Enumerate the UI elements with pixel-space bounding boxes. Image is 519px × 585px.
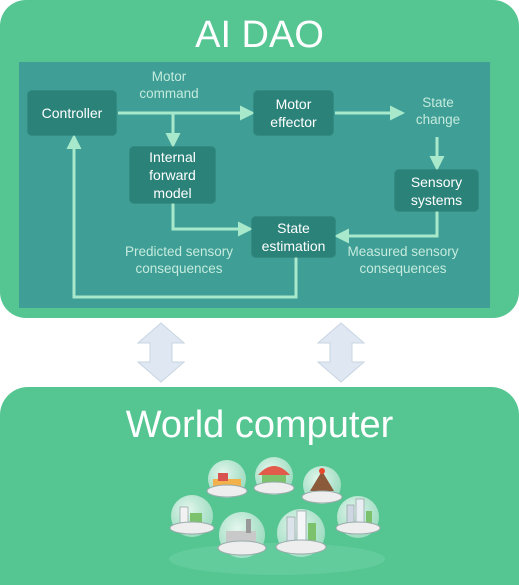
- island-town-icon: [169, 495, 215, 537]
- sensory-systems-node: Sensory systems: [395, 170, 478, 211]
- island-market-icon: [253, 457, 295, 495]
- island-city-icon: [275, 509, 327, 557]
- island-factory-icon: [217, 512, 267, 558]
- island-volcano-icon: [301, 466, 343, 504]
- ai-dao-title: AI DAO: [195, 14, 324, 56]
- left-exchange-arrow-icon: [136, 322, 186, 383]
- arrow-sensory-systems-to-state-estimation: [334, 211, 439, 244]
- sensory-systems-label: Sensory systems: [410, 173, 463, 208]
- predicted-sensory-consequences-label: Predicted sensory consequences: [124, 244, 234, 276]
- right-exchange-arrow-icon: [316, 322, 366, 383]
- arrow-feedback-to-controller: [66, 134, 298, 299]
- motor-command-label: Motor command: [139, 69, 199, 101]
- connector-layer: [66, 105, 445, 299]
- motor-effector-node: Motor effector: [254, 91, 333, 135]
- motor-effector-label: Motor effector: [270, 96, 317, 130]
- arrow-forward-model-to-state-estimation: [171, 203, 253, 237]
- island-skyscraper-icon: [335, 496, 381, 538]
- control-loop-diagram: Controller Motor effector Internal forwa…: [19, 62, 490, 308]
- world-islands-illustration: [169, 457, 385, 575]
- state-change-label: State change: [415, 95, 461, 127]
- controller-node: Controller: [28, 91, 116, 135]
- ai-dao-panel: AI DAO Controller Motor effector: [0, 0, 519, 318]
- world-computer-title: World computer: [125, 404, 394, 446]
- island-farm-icon: [206, 460, 248, 498]
- measured-sensory-consequences-label: Measured sensory consequences: [347, 244, 459, 276]
- state-estimation-node: State estimation: [252, 217, 335, 257]
- controller-label: Controller: [41, 105, 103, 121]
- state-estimation-label: State estimation: [261, 220, 326, 254]
- world-computer-panel: World computer: [0, 387, 519, 585]
- internal-forward-model-node: Internal forward model: [130, 147, 215, 203]
- internal-forward-model-label: Internal forward model: [149, 149, 196, 201]
